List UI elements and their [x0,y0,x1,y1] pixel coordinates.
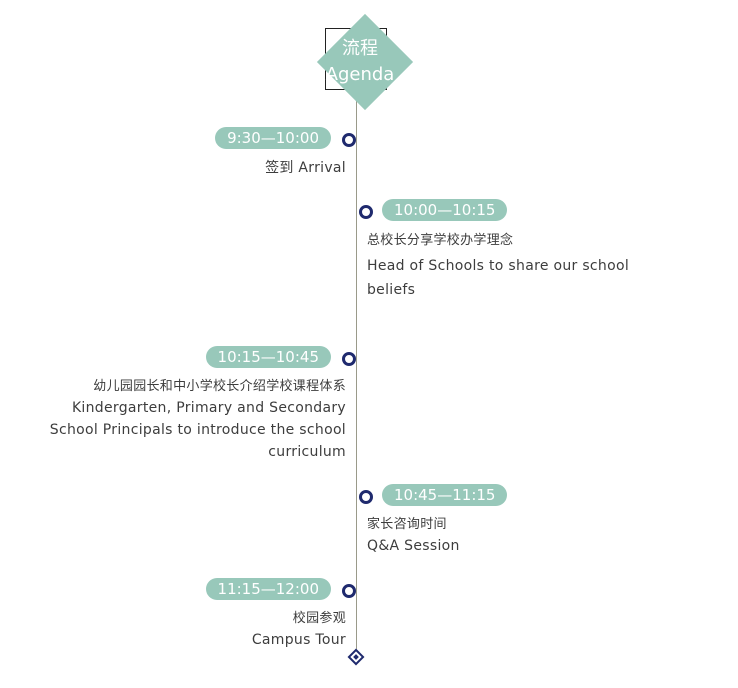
timeline-dot-2 [359,205,373,219]
time-pill-1: 9:30—10:00 [215,127,331,149]
item-2-text: 总校长分享学校办学理念 Head of Schools to share our… [367,232,667,302]
item-3-en-line-3: curriculum [268,444,346,460]
item-4-zh: 家长咨询时间 [367,517,447,532]
item-5-text: 校园参观 Campus Tour [146,610,346,652]
time-pill-4: 10:45—11:15 [382,484,508,506]
item-2-en-line-1: Head of Schools to share our school [367,258,630,274]
item-3-text: 幼儿园园长和中小学校长介绍学校课程体系 Kindergarten, Primar… [26,377,346,463]
timeline-dot-5 [342,584,356,598]
item-4-en-line-1: Q&A Session [367,538,460,554]
item-3-en-line-1: Kindergarten, Primary and Secondary [71,400,346,416]
item-1-zh: 签到 Arrival [265,160,346,176]
item-1-text: 签到 Arrival [265,159,346,177]
item-2-zh: 总校长分享学校办学理念 [367,233,514,248]
item-3-zh: 幼儿园园长和中小学校长介绍学校课程体系 [93,379,346,394]
timeline-end-diamond [347,648,365,666]
item-5-en-line-1: Campus Tour [251,632,346,648]
item-3-en-line-2: School Principals to introduce the schoo… [49,422,346,438]
header-title-en: Agenda [325,64,395,85]
header-title-zh: 流程 [342,38,378,59]
item-4-text: 家长咨询时间 Q&A Session [367,516,667,558]
time-pill-3: 10:15—10:45 [205,346,331,368]
timeline-dot-1 [342,133,356,147]
time-pill-2: 10:00—10:15 [382,199,508,221]
item-2-en-line-2: beliefs [367,282,416,298]
item-5-zh: 校园参观 [292,611,346,626]
timeline-dot-3 [342,352,356,366]
timeline-dot-4 [359,490,373,504]
header-title: 流程 Agenda [305,36,415,88]
time-pill-5: 11:15—12:00 [205,578,331,600]
timeline-line [356,80,357,656]
